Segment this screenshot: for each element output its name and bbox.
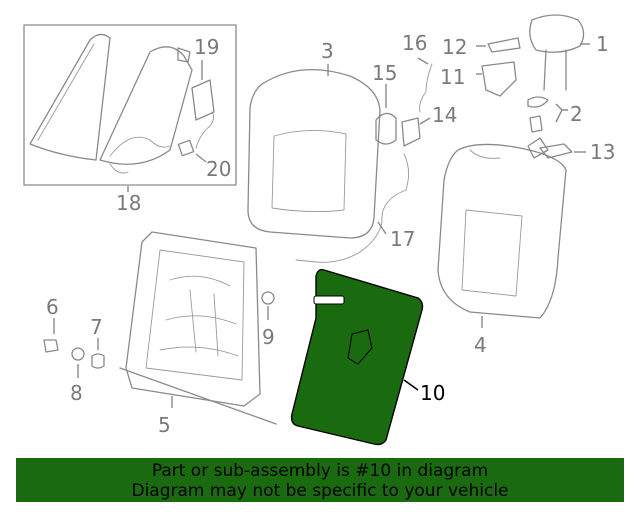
part-4-rear-panel	[437, 137, 567, 319]
part-1-headrest	[529, 14, 585, 91]
part-15-bracket	[375, 112, 397, 145]
callout-4: 4	[474, 333, 487, 357]
callout-20: 20	[206, 157, 231, 181]
callout-3: 3	[321, 39, 334, 63]
part-5-seat-frame	[119, 231, 277, 425]
callout-17: 17	[390, 227, 415, 251]
part-13-cover	[539, 143, 573, 159]
parts-diagram: 1 2 3 4 5 6 7 8 9 10 11 12 13 14 15 16 1…	[23, 14, 615, 446]
callout-9: 9	[262, 325, 275, 349]
part-8-nut	[71, 347, 85, 361]
part-9-grommet	[261, 291, 275, 305]
callout-14: 14	[432, 103, 457, 127]
part-7-bushing	[91, 353, 105, 369]
callout-5: 5	[158, 413, 171, 437]
callout-2: 2	[570, 102, 583, 126]
part-2-pin	[529, 115, 543, 133]
leader-lines	[53, 43, 590, 408]
callout-6: 6	[46, 295, 59, 319]
inset-box	[23, 24, 237, 186]
callout-19: 19	[194, 35, 219, 59]
part-info-banner: Part or sub-assembly is #10 in diagram D…	[16, 458, 624, 502]
part-11-guide	[481, 61, 517, 97]
callout-11: 11	[440, 65, 465, 89]
callout-16: 16	[402, 31, 427, 55]
callout-1: 1	[596, 32, 609, 56]
part-16-cable	[419, 63, 433, 113]
callout-12: 12	[442, 35, 467, 59]
part-3-seat-cushion	[247, 68, 381, 239]
callout-15: 15	[372, 61, 397, 85]
callout-10: 10	[420, 381, 445, 405]
part-12-guide	[487, 37, 521, 53]
banner-line-2: Diagram may not be specific to your vehi…	[131, 481, 509, 501]
part-6-fastener	[43, 339, 59, 353]
part-10-highlight	[290, 268, 424, 446]
part-2-clip	[527, 96, 549, 108]
callout-8: 8	[70, 381, 83, 405]
part-14-latch	[401, 117, 421, 147]
callout-18: 18	[116, 191, 141, 215]
callout-13: 13	[590, 140, 615, 164]
callout-7: 7	[90, 315, 103, 339]
part-17-harness	[295, 153, 409, 263]
banner-line-1: Part or sub-assembly is #10 in diagram	[151, 461, 489, 481]
